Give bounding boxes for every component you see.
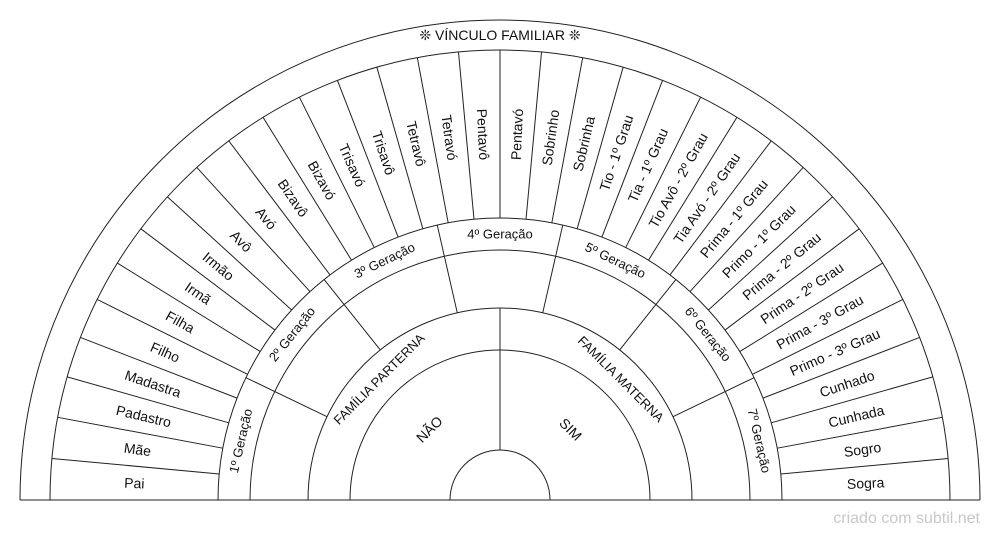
relation-label-16: Tetravó [438, 114, 460, 162]
relation-divider [196, 167, 311, 292]
generation-label-4: 4º Geração [467, 227, 532, 242]
answer-label-sim: SIM [556, 415, 585, 444]
relation-divider [648, 117, 738, 261]
relation-divider [57, 416, 223, 449]
generation-label-5: 5º Geração [583, 239, 648, 281]
generation-divider [542, 224, 564, 313]
relation-divider [80, 336, 238, 399]
relation-label-34: Sogra [847, 474, 885, 492]
answer-label-nao: NÃO [413, 413, 446, 446]
relation-label-21: Tio - 1º Grau [596, 113, 636, 193]
relation-divider [777, 416, 943, 449]
relation-divider [525, 51, 543, 220]
relation-label-32: Cunhada [827, 402, 886, 431]
relation-divider [708, 196, 833, 311]
relation-label-18: Pentavó [508, 108, 526, 160]
relation-divider [96, 298, 248, 375]
generation-divider [672, 377, 755, 418]
relation-divider [228, 140, 331, 276]
relation-divider [762, 336, 920, 399]
relation-label-9: Avô [227, 227, 255, 255]
relation-divider [576, 67, 624, 229]
generations-inner-arc [249, 249, 751, 501]
relation-label-12: Bizavó [305, 158, 340, 203]
generation-divider [245, 377, 328, 418]
relation-divider [67, 376, 229, 424]
relation-divider [625, 96, 702, 248]
relation-label-3: Padastro [115, 402, 173, 430]
generation-label-2: 2º Geração [266, 304, 319, 365]
family-label-paterna: FAMÍLIA PARTERNA [331, 330, 428, 427]
relation-divider [551, 57, 584, 223]
relation-divider [669, 140, 772, 276]
relation-divider [739, 262, 883, 352]
relation-label-2: Mãe [123, 440, 152, 460]
relation-divider [376, 67, 424, 229]
relation-divider [336, 80, 399, 238]
relation-divider [780, 457, 949, 475]
relation-label-14: Trisavô [369, 129, 399, 177]
watermark: criado com subtil.net [833, 510, 980, 527]
relation-divider [140, 228, 276, 331]
relation-label-15: Tetravô [403, 120, 429, 169]
relation-label-8: Irmão [200, 249, 238, 284]
generation-divider [323, 279, 381, 351]
relation-label-11: Bizavô [275, 176, 312, 220]
relation-label-10: Avó [252, 204, 280, 233]
generation-divider [619, 279, 677, 351]
hub-arc [449, 449, 551, 501]
chart-title: ❊ VÍNCULO FAMILIAR ❊ [419, 27, 580, 43]
relation-label-33: Sogro [843, 439, 882, 460]
relation-divider [601, 80, 664, 238]
relation-divider [752, 298, 904, 375]
relation-divider [416, 57, 449, 223]
relation-divider [51, 457, 220, 475]
relation-label-5: Filho [148, 339, 182, 366]
relation-divider [771, 376, 933, 424]
relation-divider [262, 117, 352, 261]
relation-label-7: Irmã [182, 279, 214, 308]
relation-divider [117, 262, 261, 352]
relation-label-1: Pai [124, 475, 145, 492]
relation-label-20: Sobrinha [570, 114, 598, 172]
relation-divider [689, 167, 804, 292]
generation-label-3: 3º Geração [352, 239, 417, 281]
outer-arc [19, 19, 981, 501]
relation-divider [457, 51, 475, 220]
relation-label-17: Pentavô [474, 108, 492, 160]
relation-divider [167, 196, 292, 311]
relation-label-19: Sobrinho [539, 108, 563, 166]
relation-divider [724, 228, 860, 331]
relation-label-6: Filha [163, 308, 197, 337]
relation-divider [298, 96, 375, 248]
generation-label-6: 6º Geração [682, 304, 735, 365]
generation-divider [436, 224, 458, 313]
